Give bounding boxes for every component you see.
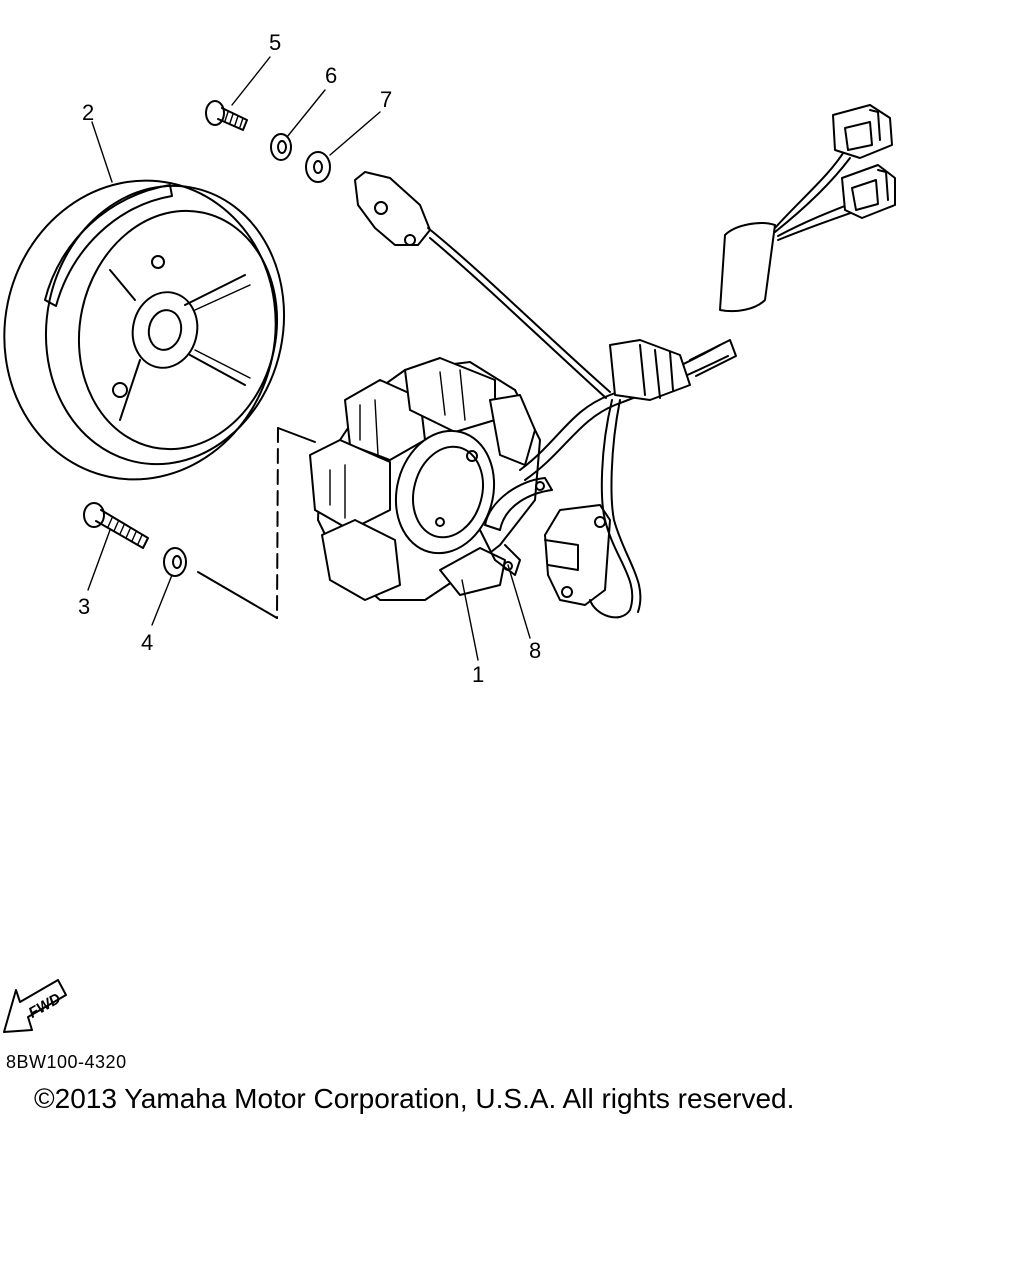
lock-washer-top <box>270 133 292 161</box>
plain-washer <box>305 151 331 183</box>
leader-lines <box>87 56 531 661</box>
callout-5: 5 <box>269 30 281 55</box>
callout-2: 2 <box>82 100 94 125</box>
bolt-top <box>205 100 248 131</box>
callout-1: 1 <box>472 662 484 687</box>
callout-8: 8 <box>529 638 541 663</box>
bolt-lower <box>83 502 149 549</box>
wire-harness <box>519 149 866 619</box>
upper-pickup <box>354 171 611 399</box>
forward-arrow-icon: FWD <box>3 979 67 1033</box>
callout-4: 4 <box>141 630 153 655</box>
flywheel-rotor <box>3 179 286 481</box>
callout-3: 3 <box>78 594 90 619</box>
copyright-notice: ©2013 Yamaha Motor Corporation, U.S.A. A… <box>34 1083 795 1114</box>
callout-6: 6 <box>325 63 337 88</box>
diagram-code: 8BW100-4320 <box>6 1052 127 1072</box>
callout-labels: 1 2 3 4 5 6 7 8 <box>78 30 541 687</box>
assembly-guide-lines <box>197 427 316 619</box>
lock-washer-lower <box>163 547 187 577</box>
connector-upper <box>832 104 893 159</box>
connector-lower <box>841 164 896 219</box>
callout-7: 7 <box>380 87 392 112</box>
